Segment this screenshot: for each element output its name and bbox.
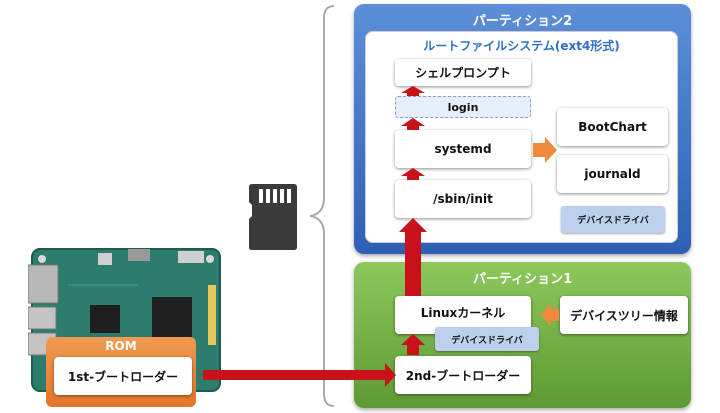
arrow-first-to-second [203,363,396,387]
shell-prompt-box: シェルプロンプト [395,59,531,86]
arrow-second-to-kernel [401,334,425,355]
rom-label: ROM [105,339,137,353]
rootfs-title: ルートファイルシステム(ext4形式) [423,39,620,53]
login-box: login [395,96,531,118]
sd-card-icon [249,184,297,250]
bootchart-box: BootChart [557,108,668,146]
systemd-box: systemd [395,130,531,168]
arrow-init-to-systemd [401,168,425,180]
p2-device-driver-badge: デバイスドライバ [561,206,665,233]
arrow-login-to-shell [401,86,425,96]
arrow-kernel-to-init [399,218,427,296]
partition1-title: パーティション1 [472,272,573,287]
brace-icon [309,5,335,407]
sbin-init-box: /sbin/init [395,180,531,218]
arrow-devicetree-to-kernel [541,303,559,327]
partition2-title: パーティション2 [472,14,573,29]
device-tree-box: デバイスツリー情報 [560,296,688,334]
p1-device-driver-badge: デバイスドライバ [435,327,539,351]
first-bootloader-box: 1st-ブートローダー [54,357,192,395]
arrow-systemd-to-services [533,137,557,163]
arrow-systemd-to-login [401,118,425,130]
second-bootloader-box: 2nd-ブートローダー [395,356,531,394]
journald-box: journald [557,155,668,193]
